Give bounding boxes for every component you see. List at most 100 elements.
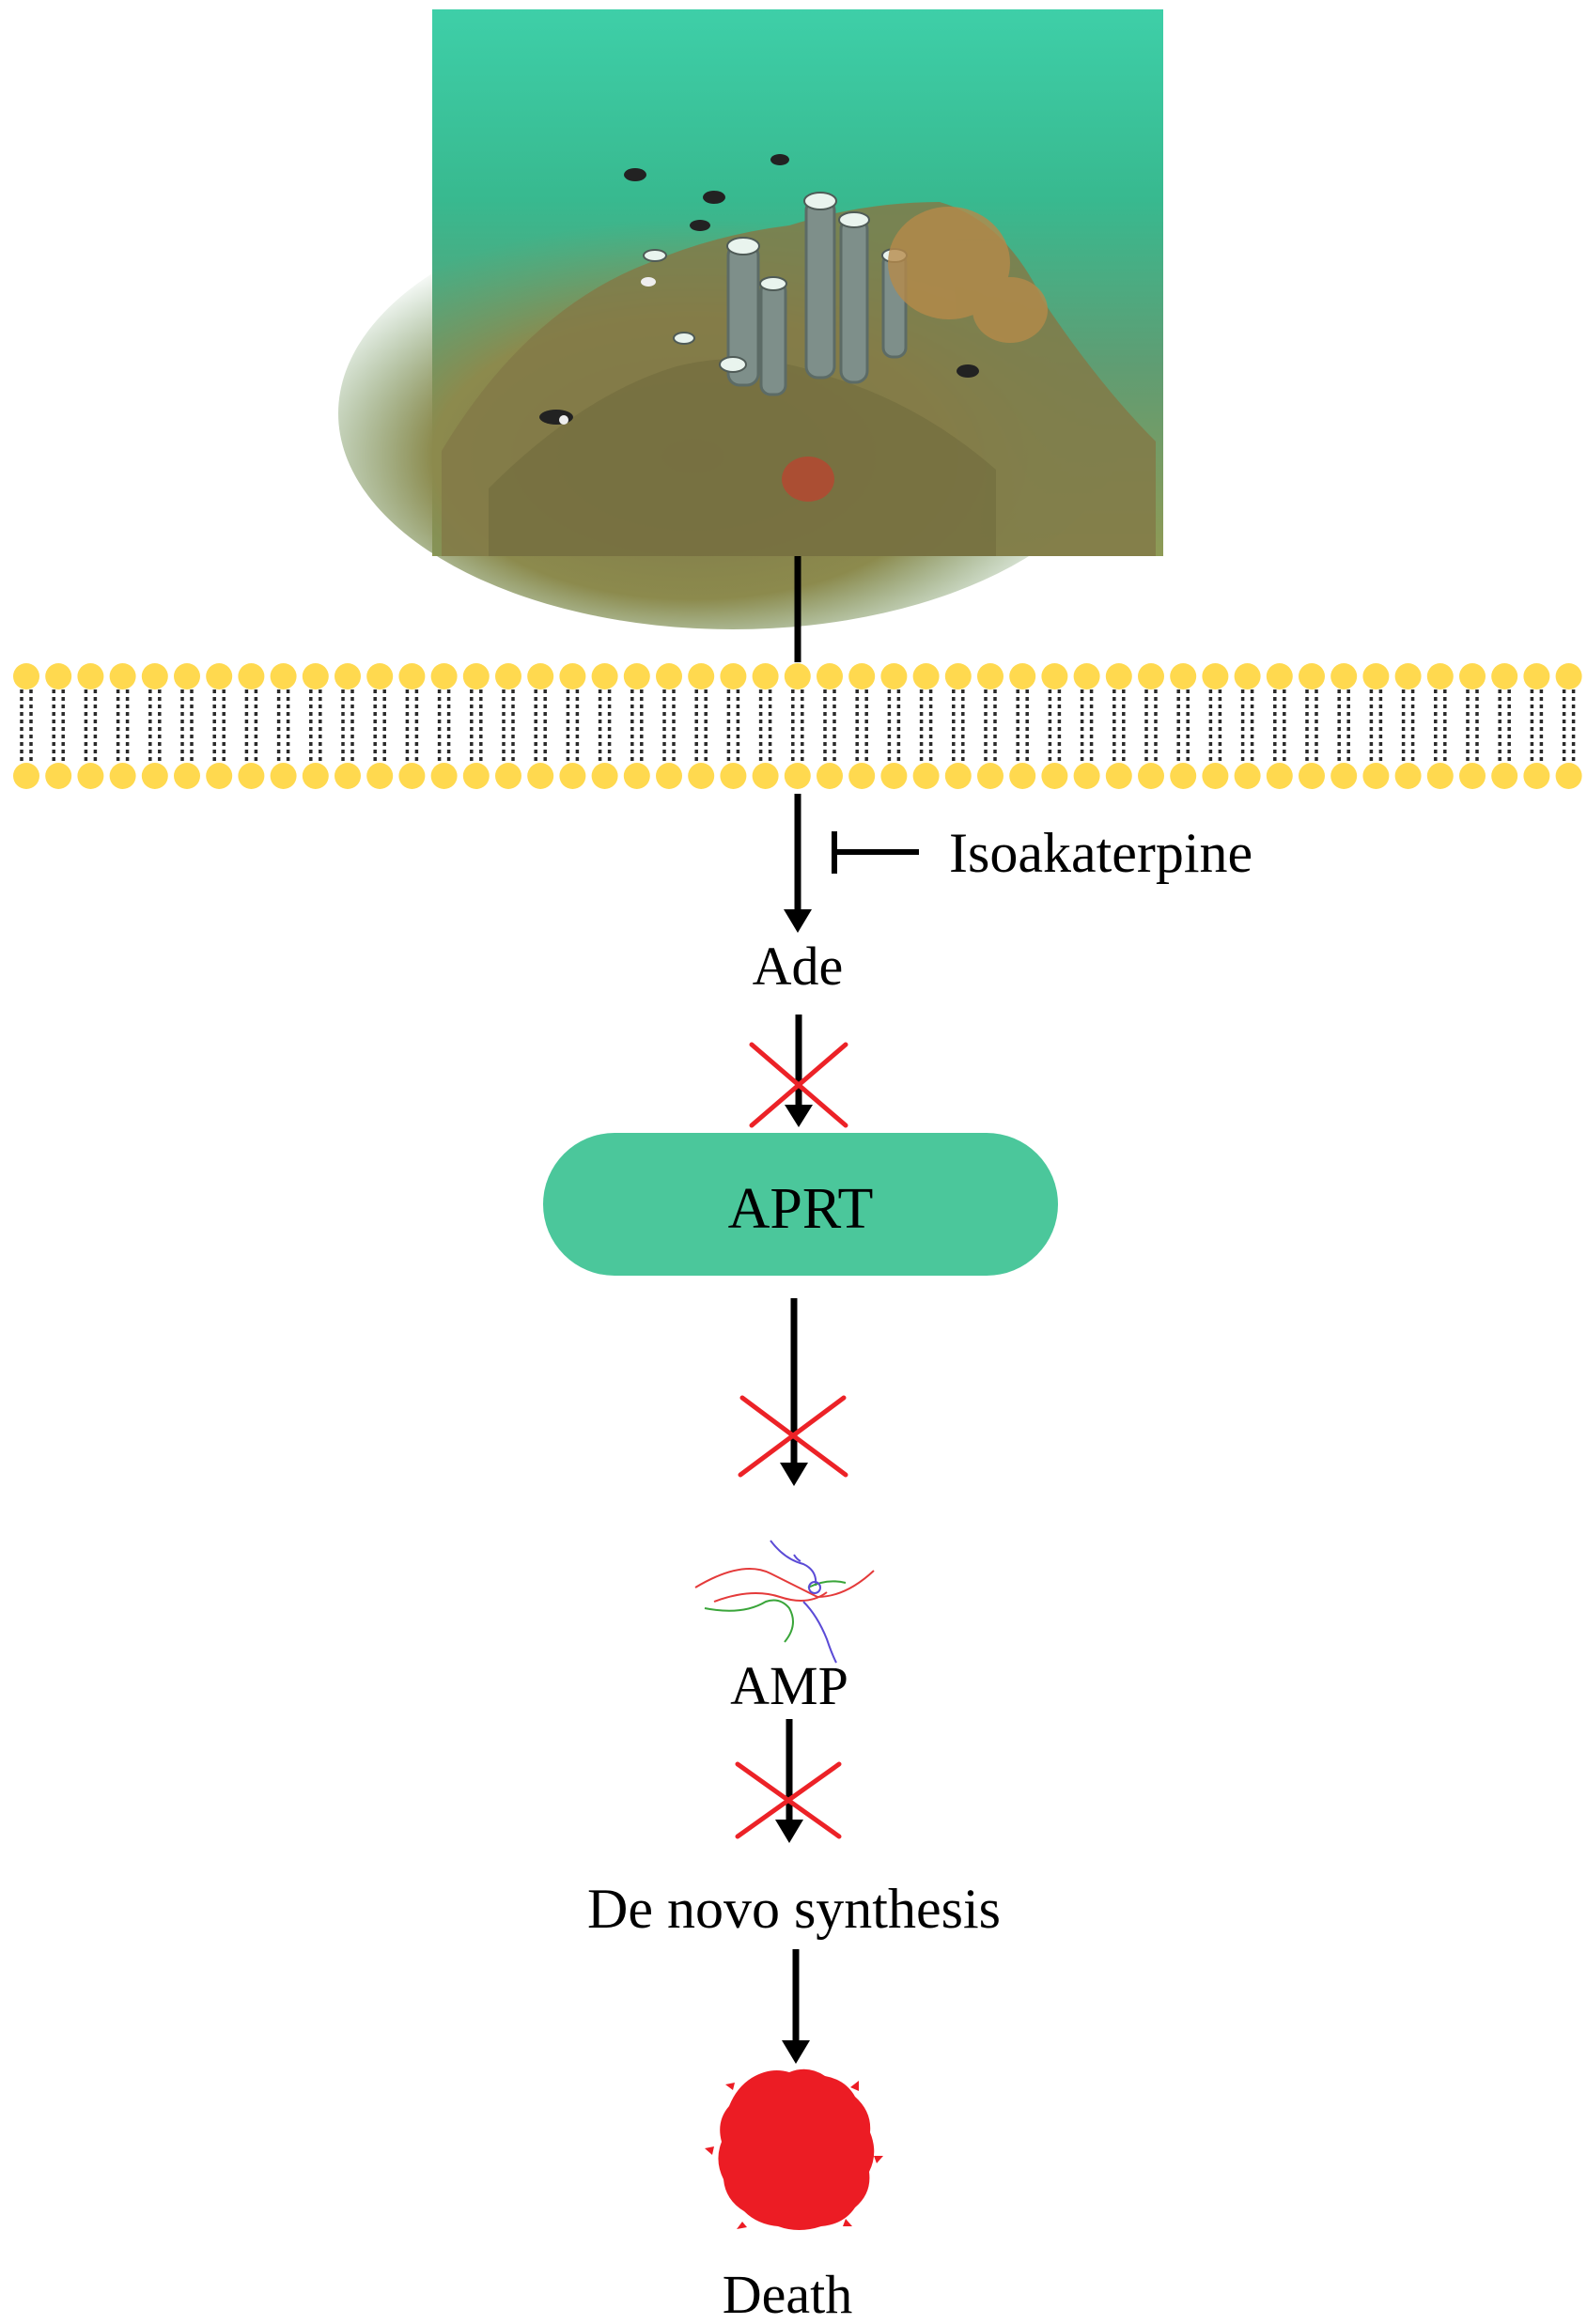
lipid-head	[1299, 663, 1325, 689]
lipid-head	[591, 663, 618, 689]
lipid-head	[527, 763, 554, 789]
lipid-head	[784, 763, 811, 789]
inhibition-marker	[832, 831, 919, 874]
lipid-head	[752, 763, 779, 789]
lipid-head	[335, 663, 361, 689]
lipid-head	[77, 663, 104, 689]
lipid-head	[77, 763, 104, 789]
lipid-head	[720, 763, 747, 789]
damselfish	[539, 154, 979, 425]
lipid-head	[1009, 763, 1036, 789]
lipid-head	[206, 763, 233, 789]
lipid-head	[1523, 763, 1550, 789]
lipid-head	[977, 763, 1004, 789]
lipid-head	[880, 663, 908, 689]
death-blob-icon	[705, 2068, 883, 2230]
lipid-head	[623, 663, 650, 689]
lipid-head	[623, 763, 650, 789]
lipid-head	[13, 763, 39, 789]
arrow-aprt-to-amp	[780, 1298, 808, 1486]
lipid-head	[398, 763, 426, 789]
lipid-head	[1105, 763, 1132, 789]
arrow-ade-to-aprt	[785, 1015, 813, 1127]
lipid-head	[1491, 763, 1518, 789]
lipid-head	[238, 663, 265, 689]
lipid-head	[1073, 663, 1100, 689]
lipid-head	[1041, 663, 1068, 689]
lipid-bilayer	[13, 663, 1582, 789]
lipid-head	[817, 763, 843, 789]
lipid-head	[206, 663, 233, 689]
lipid-head	[912, 663, 940, 689]
lipid-head	[270, 763, 297, 789]
lipid-head	[141, 663, 168, 689]
lipid-head	[462, 763, 490, 789]
arrow-membrane-to-ade	[784, 794, 812, 933]
lipid-head	[1170, 663, 1197, 689]
lipid-head	[45, 763, 72, 789]
lipid-head	[1266, 663, 1293, 689]
blocked-step-x-2	[738, 1395, 848, 1478]
lipid-head	[1330, 663, 1358, 689]
lipid-head	[1330, 763, 1358, 789]
lipid-head	[109, 663, 136, 689]
reef-photo	[338, 9, 1163, 629]
lipid-head	[238, 763, 265, 789]
lipid-head	[784, 663, 811, 689]
lipid-head	[1426, 663, 1454, 689]
lipid-head	[720, 663, 747, 689]
lipid-head	[848, 663, 876, 689]
lipid-head	[688, 763, 715, 789]
lipid-head	[1299, 763, 1325, 789]
lipid-head	[174, 763, 200, 789]
lipid-head	[174, 663, 200, 689]
lipid-head	[1394, 663, 1422, 689]
lipid-head	[1362, 663, 1390, 689]
lipid-head	[462, 663, 490, 689]
lipid-head	[1555, 763, 1582, 789]
arrow-amp-to-synthesis	[775, 1719, 803, 1843]
lipid-head	[1234, 663, 1261, 689]
lipid-head	[848, 763, 876, 789]
lipid-head	[366, 763, 394, 789]
lipid-head	[1202, 763, 1229, 789]
lipid-head	[430, 763, 458, 789]
lipid-head	[45, 663, 72, 689]
lipid-head	[1426, 763, 1454, 789]
aprt-label: APRT	[728, 1177, 874, 1241]
arrow-synthesis-to-death	[782, 1949, 810, 2064]
ade-label: Ade	[753, 936, 844, 997]
lipid-head	[302, 663, 329, 689]
lipid-head	[944, 663, 972, 689]
death-label: Death	[723, 2264, 853, 2324]
lipid-head	[1459, 763, 1486, 789]
lipid-head	[656, 763, 682, 789]
lipid-head	[302, 763, 329, 789]
lipid-head	[1073, 763, 1100, 789]
aprt-enzyme: APRT	[543, 1133, 1058, 1276]
lipid-head	[591, 763, 618, 789]
lipid-head	[1105, 663, 1132, 689]
lipid-head	[1555, 663, 1582, 689]
lipid-head	[335, 763, 361, 789]
lipid-head	[495, 763, 521, 789]
lipid-head	[559, 763, 586, 789]
lipid-head	[270, 663, 297, 689]
lipid-head	[1138, 763, 1164, 789]
lipid-head	[366, 663, 394, 689]
lipid-head	[495, 663, 521, 689]
lipid-head	[944, 763, 972, 789]
lipid-head	[817, 663, 843, 689]
lipid-head	[398, 663, 426, 689]
lipid-head	[1523, 663, 1550, 689]
coral-mounds	[782, 207, 1048, 502]
lipid-head	[688, 663, 715, 689]
lipid-head	[912, 763, 940, 789]
synthesis-label: De novo synthesis	[587, 1878, 1001, 1940]
lipid-head	[1041, 763, 1068, 789]
blocked-step-x-3	[735, 1761, 842, 1839]
lipid-head	[1202, 663, 1229, 689]
lipid-head	[1234, 763, 1261, 789]
sponge-openings	[643, 192, 908, 373]
